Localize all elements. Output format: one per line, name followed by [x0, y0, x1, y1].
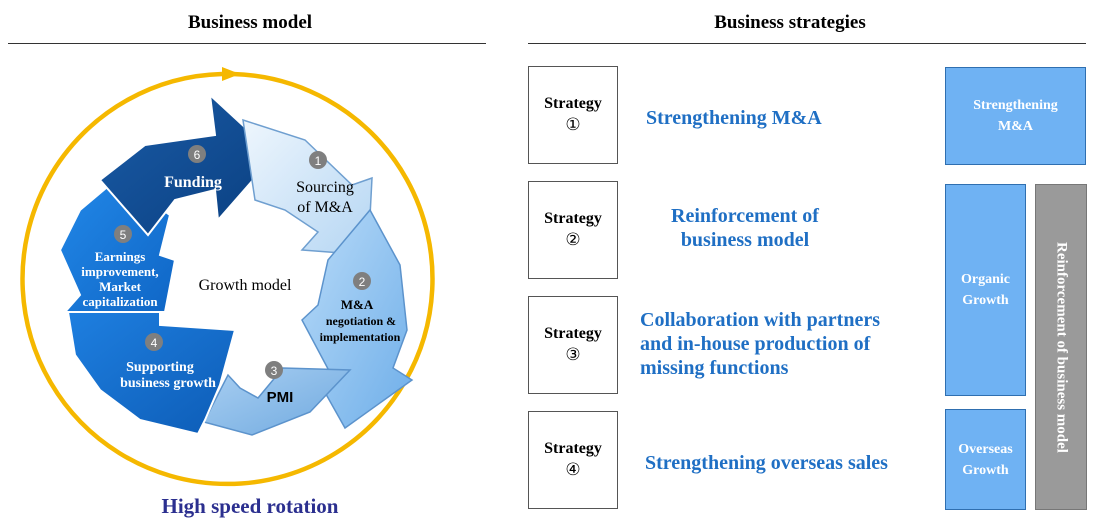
step-label-4-line-1: Supporting [126, 360, 194, 375]
step-label-1-line-1: Sourcing [296, 179, 354, 196]
growth-model-cycle-diagram: Growth model 6 Funding 1 Sourcing of M&A… [20, 67, 435, 487]
strategy-2-text-line-1: Reinforcement of [671, 205, 819, 227]
strategy-1-text-line-1: Strengthening M&A [646, 107, 822, 129]
growth-model-label: Growth model [199, 277, 292, 294]
business-strategies-divider [528, 43, 1086, 44]
strategy-3-label: Strategy [544, 325, 602, 342]
step-badge-2 [353, 272, 371, 290]
step-label-5-line-3: Market [99, 279, 142, 294]
step-label-3: PMI [267, 389, 294, 406]
step-label-2-line-2: negotiation & [326, 314, 396, 328]
strategy-4-box: Strategy ④ [528, 411, 618, 509]
step-number-5: 5 [120, 228, 127, 242]
step-badge-5 [114, 225, 132, 243]
strategy-1-box: Strategy ① [528, 66, 618, 164]
strategy-3-box: Strategy ③ [528, 296, 618, 394]
rotation-ring [20, 71, 435, 487]
strategy-3-text-line-2: and in-house production of [640, 333, 871, 355]
strategy-2-box: Strategy ② [528, 181, 618, 279]
step-number-6: 6 [194, 148, 201, 162]
step-badge-6 [188, 145, 206, 163]
category-overseas-growth: Overseas Growth [945, 409, 1026, 510]
rotation-ring-arrowhead [222, 67, 240, 81]
step-label-1-line-2: of M&A [297, 199, 353, 216]
strategy-4-text-line-1: Strengthening overseas sales [645, 452, 888, 474]
strategy-3-number: ③ [565, 345, 581, 364]
strategy-2-text: Reinforcement of business model [650, 204, 840, 252]
cycle-arrow-2 [301, 208, 414, 430]
step-label-5-line-1: Earnings [95, 249, 146, 264]
step-number-1: 1 [315, 154, 322, 168]
strategy-2-number: ② [565, 230, 581, 249]
step-label-2-line-3: implementation [320, 330, 401, 344]
business-strategies-title: Business strategies [714, 12, 866, 33]
strategy-1-number: ① [565, 115, 581, 134]
category-organic-growth: Organic Growth [945, 184, 1026, 396]
reinforcement-label: Reinforcement of business model [1053, 241, 1070, 453]
cycle-arrow-4 [66, 311, 237, 436]
strategy-2-text-line-2: business model [680, 229, 810, 251]
strategy-4-text: Strengthening overseas sales [645, 451, 888, 475]
strategy-4-label: Strategy [544, 440, 602, 457]
strategy-3-text-line-1: Collaboration with partners [640, 309, 880, 331]
step-label-5-line-4: capitalization [82, 294, 158, 309]
business-model-title: Business model [187, 12, 313, 33]
step-badge-4 [145, 333, 163, 351]
strategy-1-label: Strategy [544, 95, 602, 112]
strategy-3-text: Collaboration with partners and in-house… [640, 308, 880, 380]
category-reinforcement-of-business-model: Reinforcement of business model [1035, 184, 1087, 510]
step-label-4-line-2: business growth [120, 376, 216, 391]
strategy-3-text-line-3: missing functions [640, 357, 789, 379]
business-model-divider [8, 43, 486, 44]
cycle-arrow-6 [98, 92, 277, 237]
step-badge-1 [309, 151, 327, 169]
step-number-2: 2 [359, 275, 366, 289]
step-badge-3 [265, 361, 283, 379]
step-label-2-line-1: M&A [341, 297, 374, 312]
step-number-3: 3 [271, 364, 278, 378]
strategy-2-label: Strategy [544, 210, 602, 227]
strategy-4-number: ④ [565, 460, 581, 479]
strategy-1-text: Strengthening M&A [646, 106, 822, 130]
high-speed-rotation-caption: High speed rotation [161, 494, 339, 518]
category-strengthening-ma: Strengthening M&A [945, 67, 1086, 165]
step-number-4: 4 [151, 336, 158, 350]
step-label-5-line-2: improvement, [81, 264, 158, 279]
step-label-6: Funding [164, 174, 222, 191]
